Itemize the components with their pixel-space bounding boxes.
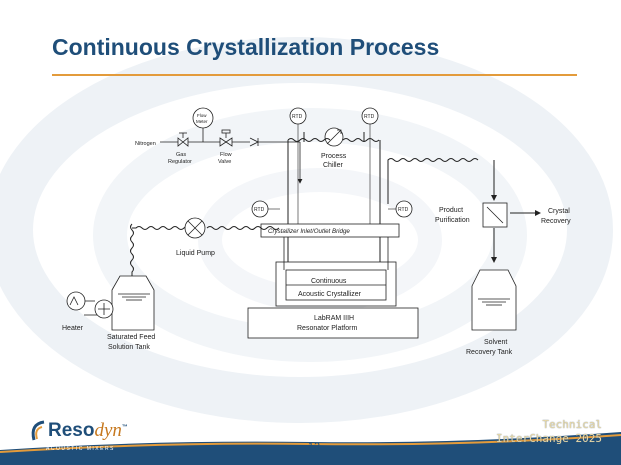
event-logo-line-1: Technical: [542, 418, 602, 431]
nitrogen-label: Nitrogen: [135, 141, 156, 147]
gas-regulator-label-2: Regulator: [168, 159, 192, 165]
rtd-sensor-top-left: RTD: [289, 107, 307, 225]
solvent-tank-label-1: Solvent: [484, 339, 507, 346]
platform-label-2: Resonator Platform: [297, 325, 357, 332]
process-chiller-label-1: Process: [321, 153, 347, 160]
purification-label-2: Purification: [435, 217, 470, 224]
crystallizer-label-2: Acoustic Crystallizer: [298, 291, 362, 298]
slide-title: Continuous Crystallization Process: [52, 34, 440, 60]
logo-wordmark: Resodyn™: [48, 420, 128, 441]
svg-text:RTD: RTD: [364, 114, 375, 120]
purification-label-1: Product: [439, 207, 463, 214]
crystal-recovery-label-1: Crystal: [548, 208, 570, 215]
crystallizer-label-1: Continuous: [311, 278, 347, 285]
heater-symbol: [66, 291, 114, 319]
flow-valve-symbol: [219, 129, 233, 147]
svg-text:RTD: RTD: [398, 207, 409, 213]
flow-meter-symbol: [192, 107, 214, 129]
event-logo: Technical InterChange 2025: [482, 418, 602, 446]
feed-tank-symbol: [111, 275, 155, 331]
flow-meter-label-2: Meter: [196, 119, 208, 124]
crystallizer-stack: [247, 237, 419, 339]
gas-regulator-label-1: Gas: [176, 152, 186, 158]
rtd-sensor-left: RTD: [251, 200, 280, 218]
liquid-pump-symbol: [184, 217, 206, 239]
process-chiller-symbol: [324, 127, 344, 147]
coolant-lines: [287, 132, 381, 270]
bridge-box: [260, 223, 400, 238]
page-number: 13: [307, 441, 321, 453]
process-chiller-label-2: Chiller: [323, 162, 344, 169]
feed-tank-label-1: Saturated Feed: [107, 334, 155, 341]
logo-tagline: ACOUSTIC MIXERS: [46, 446, 115, 452]
flow-valve-label-1: Flow: [220, 152, 232, 158]
resodyn-logo: Resodyn™ ACOUSTIC MIXERS: [28, 416, 158, 460]
outlet-line: [387, 158, 541, 263]
solvent-tank-label-2: Recovery Tank: [466, 349, 513, 356]
gas-regulator-symbol: [177, 132, 189, 147]
svg-text:RTD: RTD: [292, 114, 303, 120]
event-logo-line-2: InterChange 2025: [496, 432, 602, 445]
flow-meter-label-1: Flow: [197, 113, 207, 118]
logo-mark-icon: [31, 420, 45, 441]
footer-bar: [0, 432, 621, 465]
feed-tank-label-2: Solution Tank: [108, 344, 150, 351]
liquid-pump-label: Liquid Pump: [176, 250, 215, 257]
platform-label-1: LabRAM IIIH: [314, 315, 354, 322]
title-underline: [52, 74, 577, 76]
feed-line: [130, 223, 280, 292]
check-valve-symbol: [249, 137, 259, 147]
purification-symbol: [482, 202, 508, 228]
flow-valve-label-2: Valve: [218, 159, 231, 165]
crystal-recovery-label-2: Recovery: [541, 218, 571, 225]
gas-line: [160, 128, 303, 184]
rtd-sensor-right: RTD: [388, 200, 413, 218]
heater-label: Heater: [62, 325, 84, 332]
bridge-label: Crystallizer Inlet/Outlet Bridge: [268, 228, 350, 235]
solvent-tank-symbol: [471, 269, 517, 331]
svg-text:RTD: RTD: [254, 207, 265, 213]
rtd-sensor-top-right: RTD: [361, 107, 379, 225]
